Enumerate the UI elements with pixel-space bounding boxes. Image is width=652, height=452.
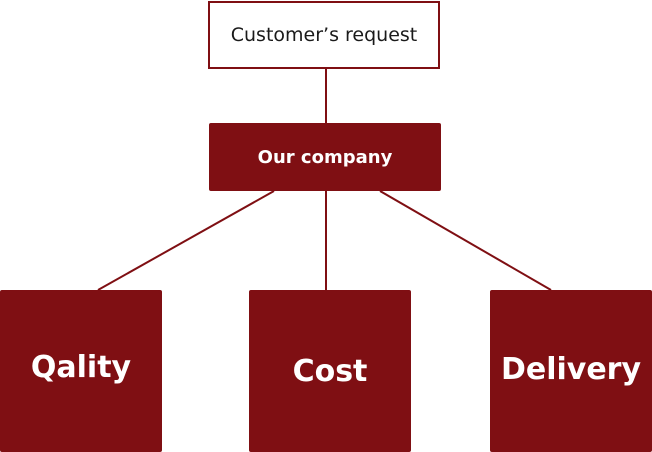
cost-node: Cost: [249, 290, 411, 452]
delivery-node: Delivery: [490, 290, 652, 452]
quality-label: Qality: [30, 349, 132, 385]
our-company-label: Our company: [257, 146, 393, 168]
cost-label: Cost: [292, 353, 368, 389]
customer-request-label: Customer’s request: [230, 24, 418, 46]
delivery-label: Delivery: [500, 351, 642, 387]
customer-request-node: Customer’s request: [208, 1, 440, 69]
our-company-node: Our company: [209, 123, 441, 191]
quality-node: Qality: [0, 290, 162, 452]
connector-company-to-delivery: [379, 190, 552, 291]
connector-company-to-quality: [97, 190, 275, 291]
